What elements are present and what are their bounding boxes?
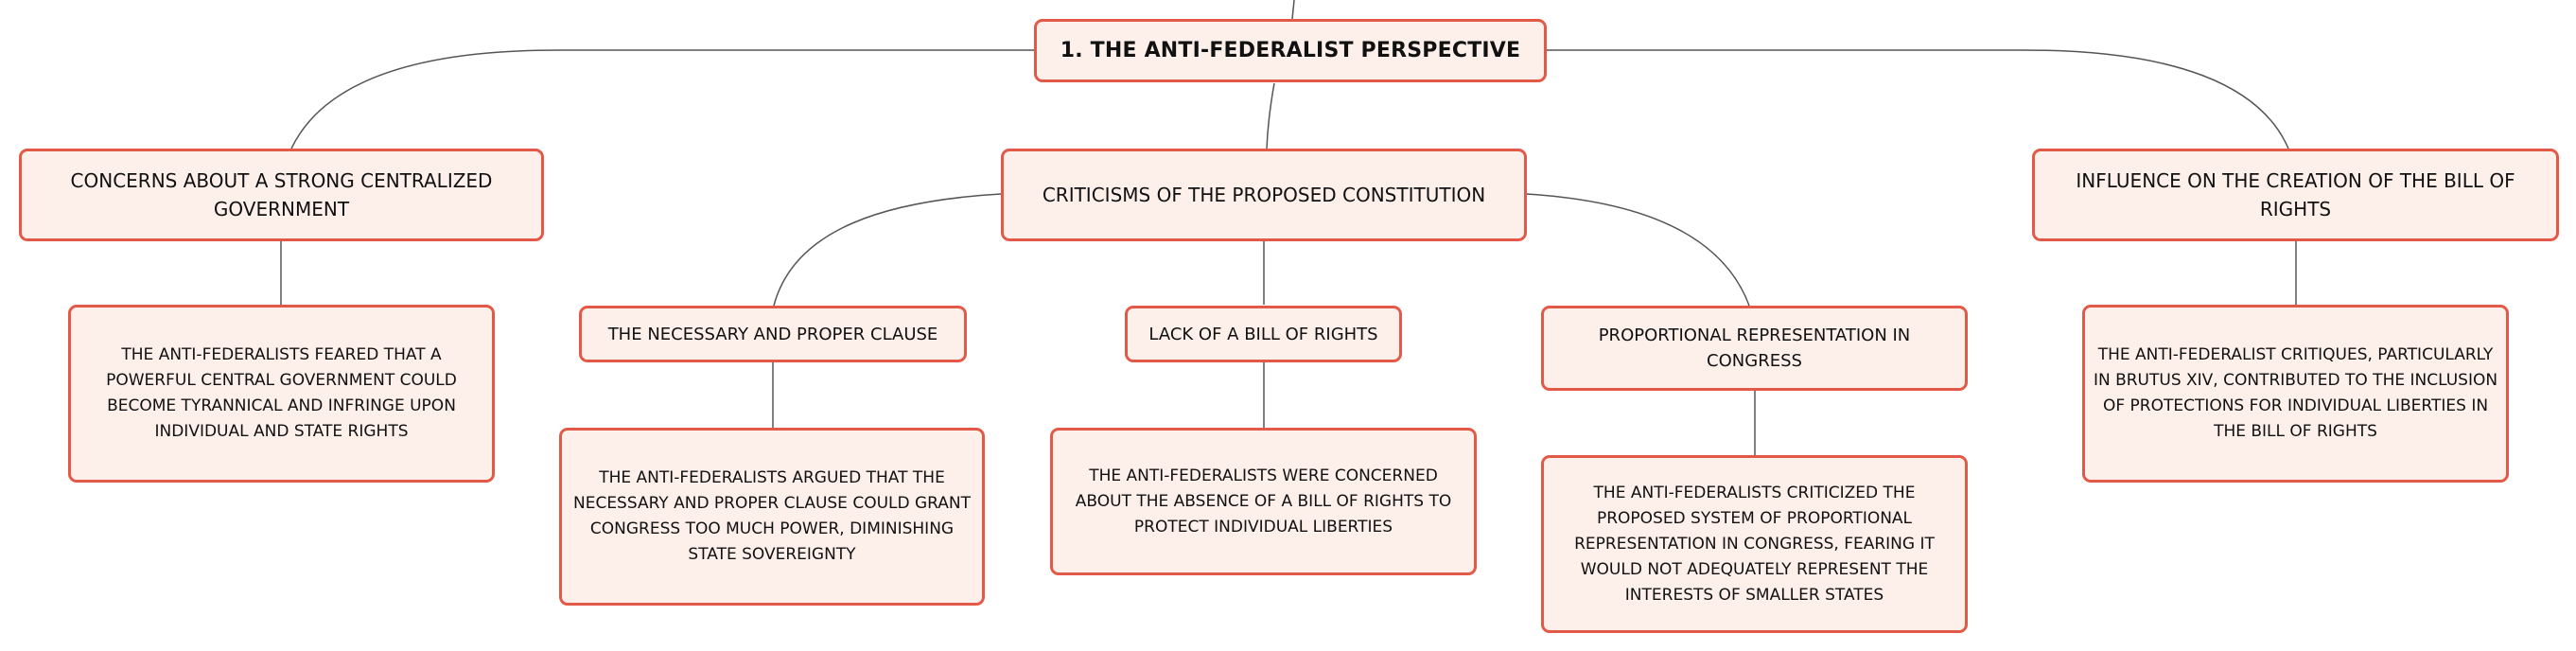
topic-criticisms-label: CRITICISMS OF THE PROPOSED CONSTITUTION [1042, 184, 1486, 206]
subtopic-necessary-proper[interactable]: THE NECESSARY AND PROPER CLAUSE [579, 306, 967, 362]
detail-concerns-text: THE ANTI-FEDERALISTS FEARED THAT A POWER… [106, 345, 457, 441]
detail-bill-of-rights-text: THE ANTI-FEDERALISTS WERE CONCERNED ABOU… [1075, 466, 1452, 537]
subtopic-bill-of-rights-label: LACK OF A BILL OF RIGHTS [1148, 324, 1378, 344]
subtopic-proportional-label: PROPORTIONAL REPRESENTATION IN CONGRESS [1598, 326, 1911, 371]
detail-influence-text: THE ANTI-FEDERALIST CRITIQUES, PARTICULA… [2093, 345, 2498, 441]
topic-influence-label: INFLUENCE ON THE CREATION OF THE BILL OF… [2076, 169, 2515, 220]
subtopic-necessary-proper-label: THE NECESSARY AND PROPER CLAUSE [607, 324, 938, 344]
connector-criticisms-proportional [1525, 193, 1750, 307]
connector-root-criticisms [1266, 82, 1275, 150]
topic-concerns[interactable]: CONCERNS ABOUT A STRONG CENTRALIZED GOVE… [19, 149, 544, 241]
detail-bill-of-rights[interactable]: THE ANTI-FEDERALISTS WERE CONCERNED ABOU… [1050, 428, 1477, 575]
detail-proportional-text: THE ANTI-FEDERALISTS CRITICIZED THE PROP… [1574, 483, 1935, 605]
detail-necessary-proper[interactable]: THE ANTI-FEDERALISTS ARGUED THAT THE NEC… [559, 428, 985, 606]
detail-concerns[interactable]: THE ANTI-FEDERALISTS FEARED THAT A POWER… [68, 305, 495, 483]
connector-criticisms-necessary [773, 193, 1002, 307]
topic-concerns-label: CONCERNS ABOUT A STRONG CENTRALIZED GOVE… [70, 169, 493, 220]
topic-influence[interactable]: INFLUENCE ON THE CREATION OF THE BILL OF… [2032, 149, 2559, 241]
connector-root-influence [1545, 49, 2289, 150]
subtopic-bill-of-rights[interactable]: LACK OF A BILL OF RIGHTS [1125, 306, 1402, 362]
subtopic-proportional[interactable]: PROPORTIONAL REPRESENTATION IN CONGRESS [1541, 306, 1968, 391]
detail-necessary-proper-text: THE ANTI-FEDERALISTS ARGUED THAT THE NEC… [572, 468, 972, 564]
connector-incoming-root [1291, 0, 1295, 20]
topic-criticisms[interactable]: CRITICISMS OF THE PROPOSED CONSTITUTION [1001, 149, 1527, 241]
connector-root-concerns [290, 49, 1034, 150]
detail-influence[interactable]: THE ANTI-FEDERALIST CRITIQUES, PARTICULA… [2082, 305, 2509, 483]
root-topic[interactable]: 1. THE ANTI-FEDERALIST PERSPECTIVE [1034, 19, 1547, 82]
root-topic-label: 1. THE ANTI-FEDERALIST PERSPECTIVE [1060, 39, 1521, 62]
detail-proportional[interactable]: THE ANTI-FEDERALISTS CRITICIZED THE PROP… [1541, 455, 1968, 633]
